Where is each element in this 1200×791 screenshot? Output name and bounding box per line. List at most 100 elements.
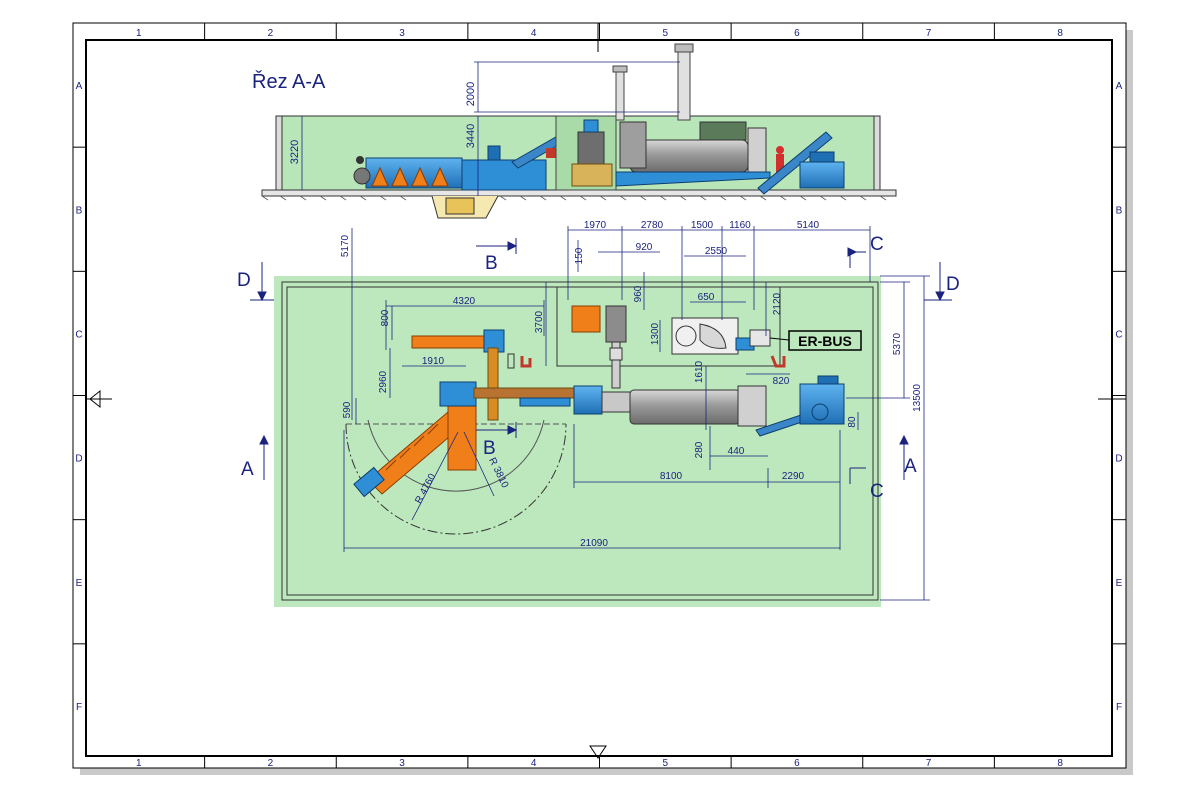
dim-5170: 5170 xyxy=(340,234,351,257)
zone-label: E xyxy=(76,578,83,589)
pit-hopper xyxy=(445,197,475,215)
zone-label: 1 xyxy=(136,758,142,769)
dim-80: 80 xyxy=(847,416,858,428)
operator-head xyxy=(776,146,784,154)
section-title: Řez A-A xyxy=(252,70,326,93)
dim-650: 650 xyxy=(698,292,715,303)
section-marker-d-left: D xyxy=(237,270,251,291)
zone-label: 5 xyxy=(663,28,669,39)
screw-drive-wheel xyxy=(353,167,371,185)
bracket-symbol xyxy=(507,353,515,369)
press-motor xyxy=(817,375,839,385)
er-bus-label: ER-BUS xyxy=(798,333,852,349)
er-bus-box xyxy=(788,330,862,351)
dim-590: 590 xyxy=(342,401,353,418)
section-marker-b-bottom: B xyxy=(483,438,496,459)
plan-wall-inner xyxy=(286,286,874,596)
dim-21090: 21090 xyxy=(580,538,608,549)
drum-inlet-housing xyxy=(619,121,647,169)
dim-3700: 3700 xyxy=(534,310,545,333)
horizontal-chain-conveyor xyxy=(473,387,585,399)
zone-label: A xyxy=(1116,81,1123,92)
conveyor-motor-red xyxy=(546,148,556,158)
plan-wall-outer xyxy=(281,281,879,601)
dim-8100: 8100 xyxy=(660,471,683,482)
er-bus-leader xyxy=(769,337,790,341)
red-hook-2 xyxy=(770,355,786,368)
section-markers xyxy=(250,238,952,484)
zone-label: B xyxy=(76,205,83,216)
dim-1970: 1970 xyxy=(584,220,607,231)
operator-body xyxy=(776,154,784,174)
dim-2290: 2290 xyxy=(782,471,805,482)
dim-5370: 5370 xyxy=(892,332,903,355)
screw-motor-plan xyxy=(353,466,385,498)
pellet-press xyxy=(799,161,845,189)
feed-bin-motor xyxy=(487,145,501,161)
section-marker-d-right: D xyxy=(946,274,960,295)
section-marker-a-right: A xyxy=(904,456,917,477)
fan-icon xyxy=(675,325,697,347)
section-left-wall xyxy=(275,115,283,191)
dim-13500: 13500 xyxy=(912,384,923,412)
dim-2780: 2780 xyxy=(641,220,664,231)
section-marker-c-bottom: C xyxy=(870,481,884,502)
cyclone-icon xyxy=(699,323,727,349)
screw-conveyor-flights xyxy=(385,423,439,471)
rotation-arc-inner xyxy=(367,419,545,492)
dim-4320: 4320 xyxy=(453,296,476,307)
plan-interior-room xyxy=(556,287,781,367)
zone-label: 6 xyxy=(794,28,800,39)
dim-440: 440 xyxy=(728,446,745,457)
secondary-chimney-cap xyxy=(612,65,628,73)
dim-wall-height: 3220 xyxy=(289,140,301,164)
section-ground-slab xyxy=(261,189,897,197)
inclined-conveyor-2 xyxy=(757,131,833,195)
dim-2550: 2550 xyxy=(705,246,728,257)
dim-820: 820 xyxy=(773,376,790,387)
drum-top-unit xyxy=(699,121,747,141)
dim-5140: 5140 xyxy=(797,220,820,231)
dim-1160: 1160 xyxy=(729,220,751,231)
drum-outlet-plan xyxy=(737,385,767,427)
section-marker-a-left: A xyxy=(241,459,254,480)
fuel-silo xyxy=(605,305,627,343)
section-marker-c-top: C xyxy=(870,234,884,255)
main-chimney-cap xyxy=(674,43,694,53)
dim-1610: 1610 xyxy=(694,360,705,383)
section-right-wall xyxy=(873,115,881,191)
dim-920: 920 xyxy=(636,242,653,253)
dim-150: 150 xyxy=(574,247,585,264)
dim-2960: 2960 xyxy=(378,370,389,393)
zone-label: 5 xyxy=(663,758,669,769)
zone-label: 2 xyxy=(268,28,274,39)
section-dimension-lines xyxy=(301,61,680,196)
dryer-drum xyxy=(629,139,749,173)
zone-label: 4 xyxy=(531,28,537,39)
horizontal-screw xyxy=(411,335,489,349)
dim-800: 800 xyxy=(380,309,391,326)
zone-label: C xyxy=(75,329,82,340)
vertical-chain-conveyor xyxy=(487,347,499,421)
section-a-a-view: Řez A-A xyxy=(252,43,897,219)
dim-280: 280 xyxy=(694,441,705,458)
bottom-center-mark-icon xyxy=(589,745,607,759)
zone-label: F xyxy=(1116,702,1122,713)
zone-label: 4 xyxy=(531,758,537,769)
dim-chimney-height: 2000 xyxy=(465,82,477,106)
dim-2120: 2120 xyxy=(772,292,783,315)
zone-label: E xyxy=(1116,578,1123,589)
screw-motor-icon xyxy=(356,156,364,164)
duct-pipe xyxy=(611,341,621,389)
dim-1300: 1300 xyxy=(650,322,661,345)
rotation-arc-outer xyxy=(345,423,567,535)
dim-1910: 1910 xyxy=(422,356,445,367)
ground-hatching xyxy=(261,195,887,201)
press-die-icon xyxy=(811,403,829,421)
zone-label: 8 xyxy=(1057,758,1063,769)
main-chimney xyxy=(677,47,691,121)
dim-1500: 1500 xyxy=(691,220,714,231)
zone-label: 8 xyxy=(1057,28,1063,39)
blue-transfer-belt xyxy=(519,397,571,407)
